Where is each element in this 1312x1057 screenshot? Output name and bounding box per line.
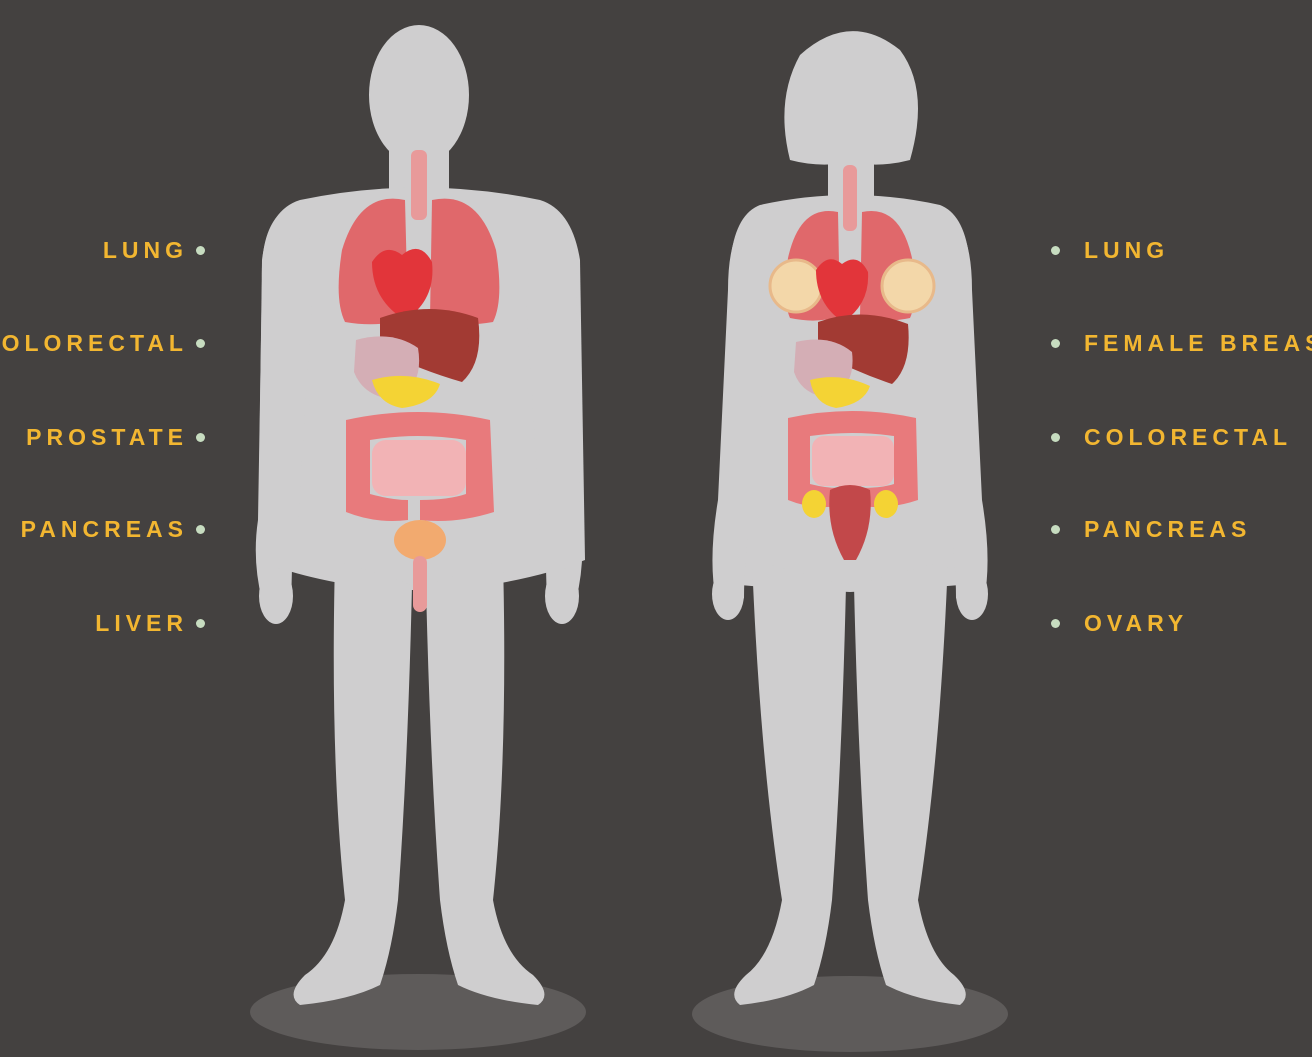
bullet-dot-icon [1051, 339, 1060, 348]
female-label-text: FEMALE BREAST [1084, 329, 1312, 357]
bullet-dot-icon [196, 525, 205, 534]
bullet-dot-icon [1051, 525, 1060, 534]
male-cancer-labels: LUNG COLORECTAL PROSTATE PANCREAS LIVER [0, 0, 205, 1057]
male-label-5: LIVER [95, 609, 205, 637]
male-label-text: PANCREAS [21, 515, 188, 543]
female-label-text: LUNG [1084, 236, 1169, 264]
female-cancer-labels: LUNG FEMALE BREAST COLORECTAL PANCREAS O… [1051, 0, 1312, 1057]
bullet-dot-icon [196, 339, 205, 348]
female-label-4: PANCREAS [1051, 515, 1251, 543]
bullet-dot-icon [1051, 619, 1060, 628]
female-label-5: OVARY [1051, 609, 1188, 637]
female-label-text: PANCREAS [1084, 515, 1251, 543]
male-label-text: LIVER [95, 609, 188, 637]
female-small-intestine [812, 436, 894, 486]
female-left-ovary [802, 490, 826, 518]
female-label-text: OVARY [1084, 609, 1188, 637]
male-label-1: LUNG [103, 236, 205, 264]
female-label-2: FEMALE BREAST [1051, 329, 1312, 357]
male-bladder [394, 520, 446, 560]
female-right-breast [882, 260, 934, 312]
female-label-text: COLORECTAL [1084, 423, 1292, 451]
bullet-dot-icon [196, 433, 205, 442]
male-small-intestine [372, 440, 466, 496]
bullet-dot-icon [196, 246, 205, 255]
male-label-4: PANCREAS [21, 515, 205, 543]
bullet-dot-icon [1051, 246, 1060, 255]
male-label-text: COLORECTAL [0, 329, 188, 357]
bullet-dot-icon [196, 619, 205, 628]
male-trachea [411, 150, 427, 220]
female-right-ovary [874, 490, 898, 518]
female-trachea [843, 165, 857, 231]
male-label-text: PROSTATE [26, 423, 188, 451]
male-label-2: COLORECTAL [0, 329, 205, 357]
male-label-3: PROSTATE [26, 423, 205, 451]
female-label-3: COLORECTAL [1051, 423, 1292, 451]
bullet-dot-icon [1051, 433, 1060, 442]
male-label-text: LUNG [103, 236, 188, 264]
female-left-breast [770, 260, 822, 312]
male-urethra [413, 556, 427, 612]
female-label-1: LUNG [1051, 236, 1169, 264]
